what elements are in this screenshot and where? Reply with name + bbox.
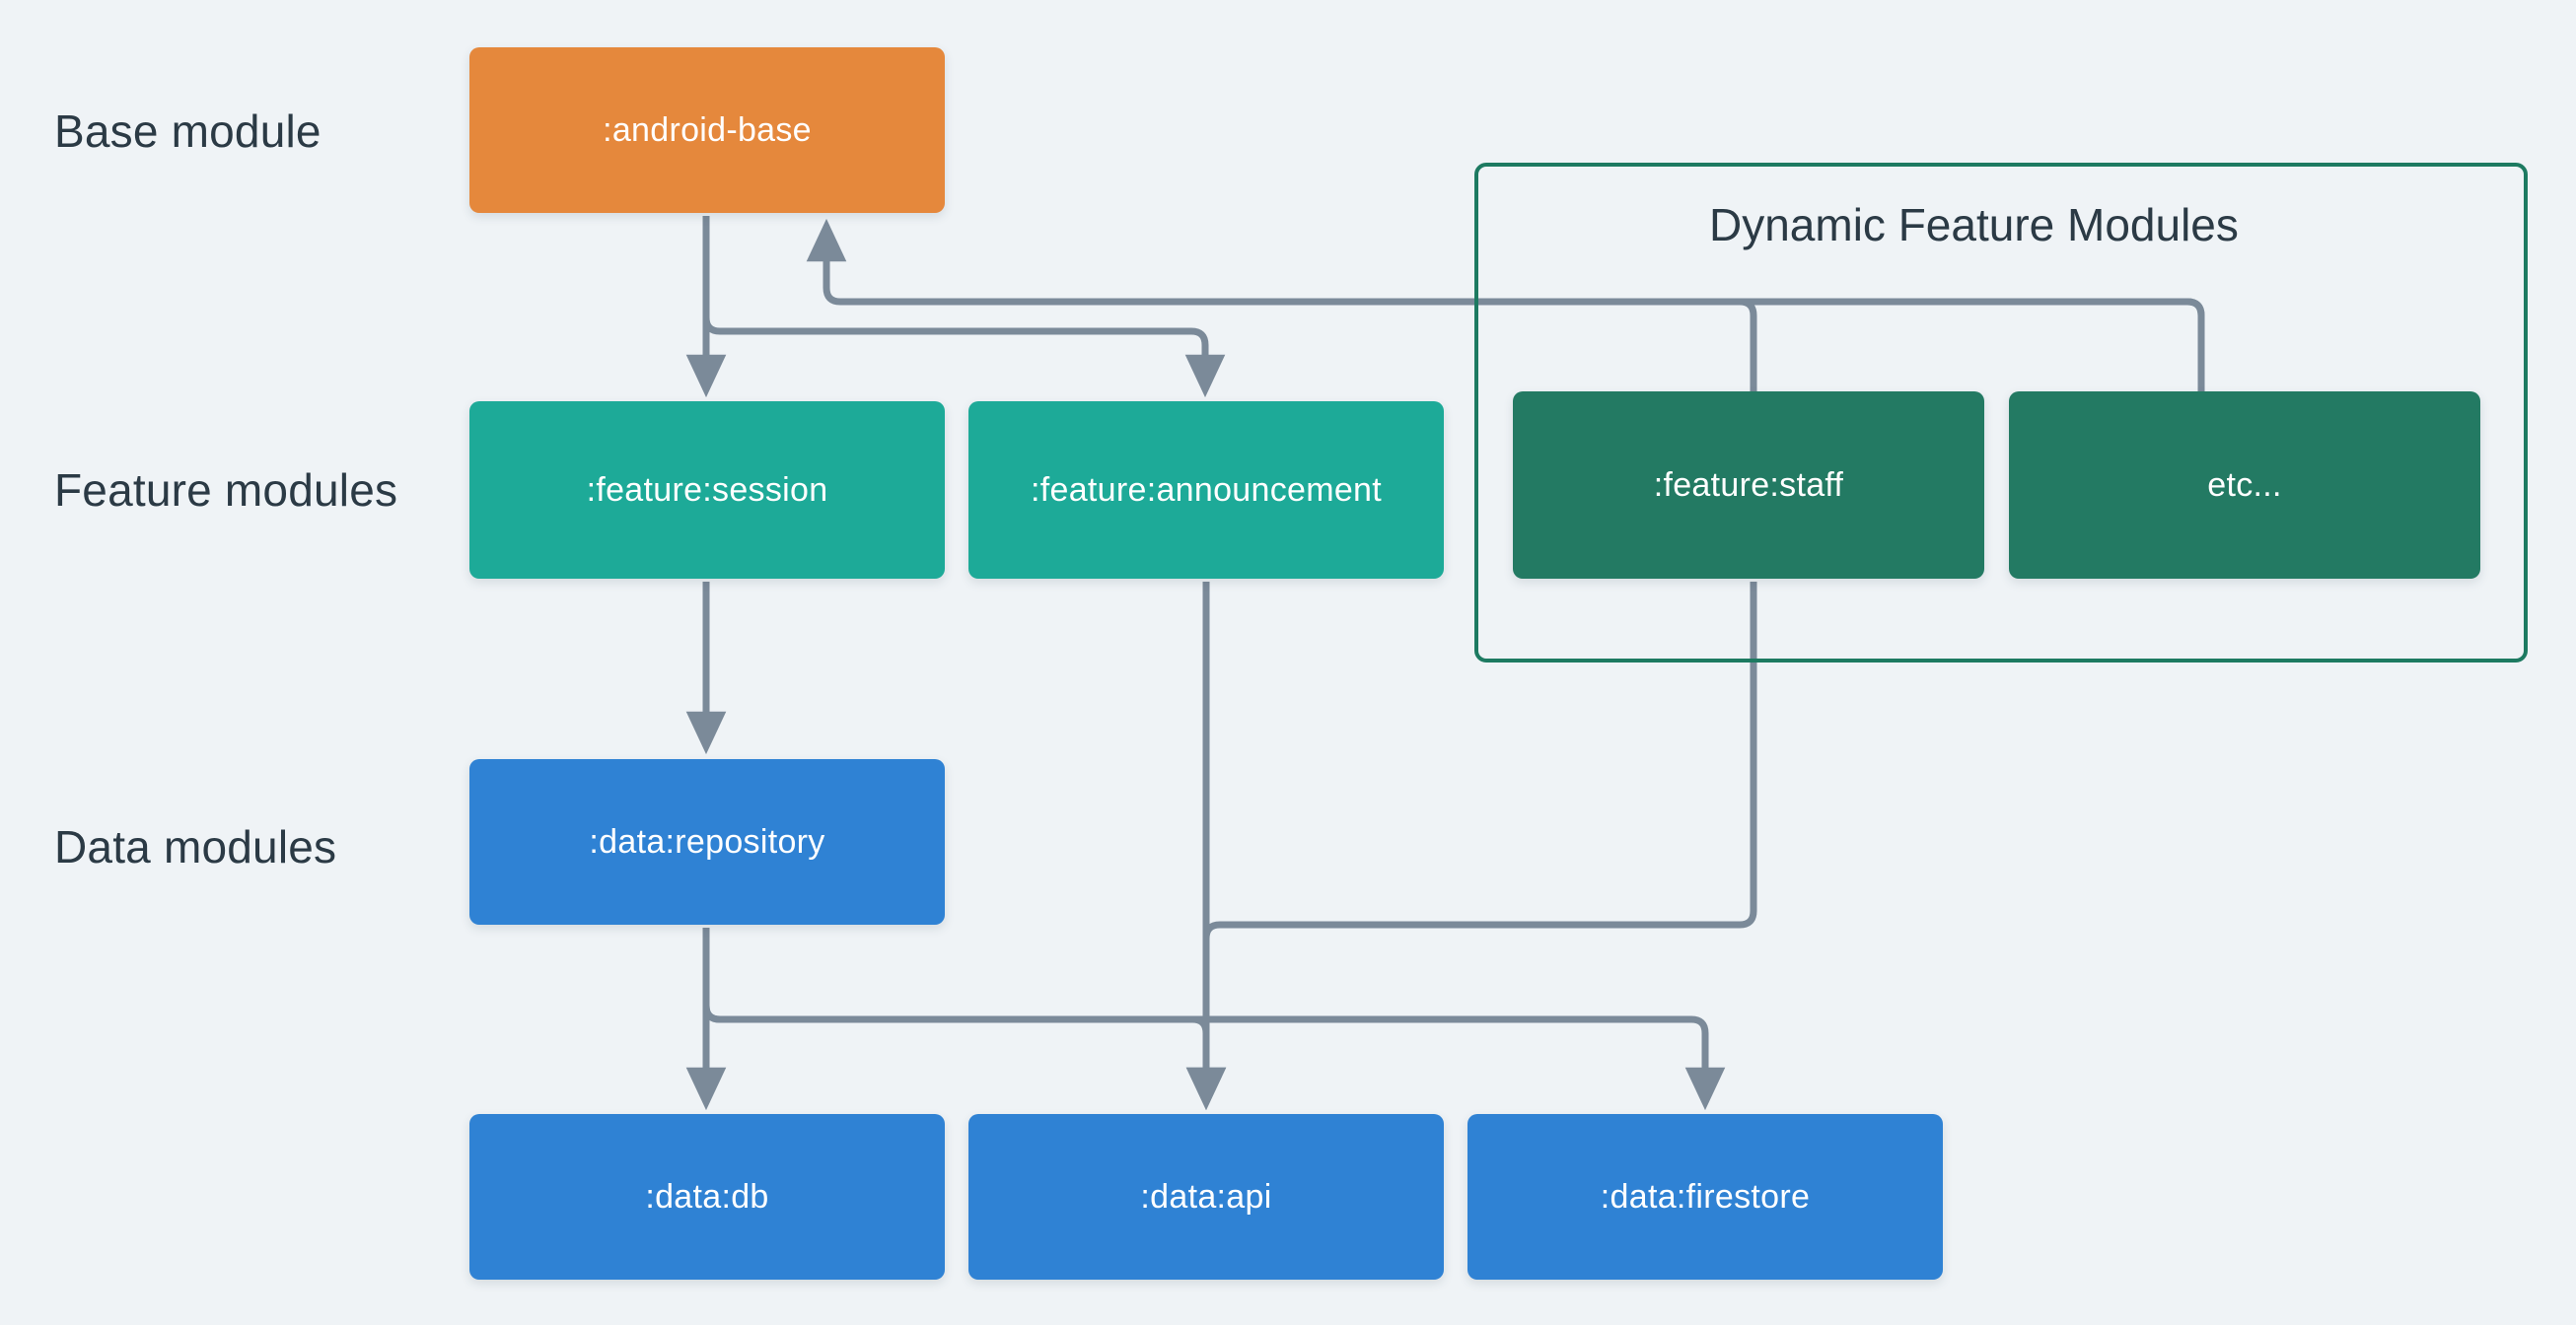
row-label-feature-modules: Feature modules xyxy=(54,464,398,516)
node-feature-session[interactable]: :feature:session xyxy=(469,401,945,579)
node-android-base[interactable]: :android-base xyxy=(469,47,945,213)
edge-repository-to-api xyxy=(702,928,1227,1111)
node-data-api[interactable]: :data:api xyxy=(968,1114,1444,1280)
row-label-base-module: Base module xyxy=(54,105,322,157)
node-data-db[interactable]: :data:db xyxy=(469,1114,945,1280)
edge-base-to-announcement xyxy=(702,216,1226,398)
node-feature-etc[interactable]: etc... xyxy=(2009,391,2480,579)
node-feature-announcement[interactable]: :feature:announcement xyxy=(968,401,1444,579)
node-feature-staff[interactable]: :feature:staff xyxy=(1513,391,1984,579)
node-data-firestore[interactable]: :data:firestore xyxy=(1467,1114,1943,1280)
dynamic-feature-modules-title: Dynamic Feature Modules xyxy=(1709,199,2239,250)
row-label-data-modules: Data modules xyxy=(54,821,337,872)
dynamic-feature-modules-group xyxy=(1474,163,2528,662)
node-data-repository[interactable]: :data:repository xyxy=(469,759,945,925)
edge-repository-to-firestore xyxy=(702,928,1726,1111)
